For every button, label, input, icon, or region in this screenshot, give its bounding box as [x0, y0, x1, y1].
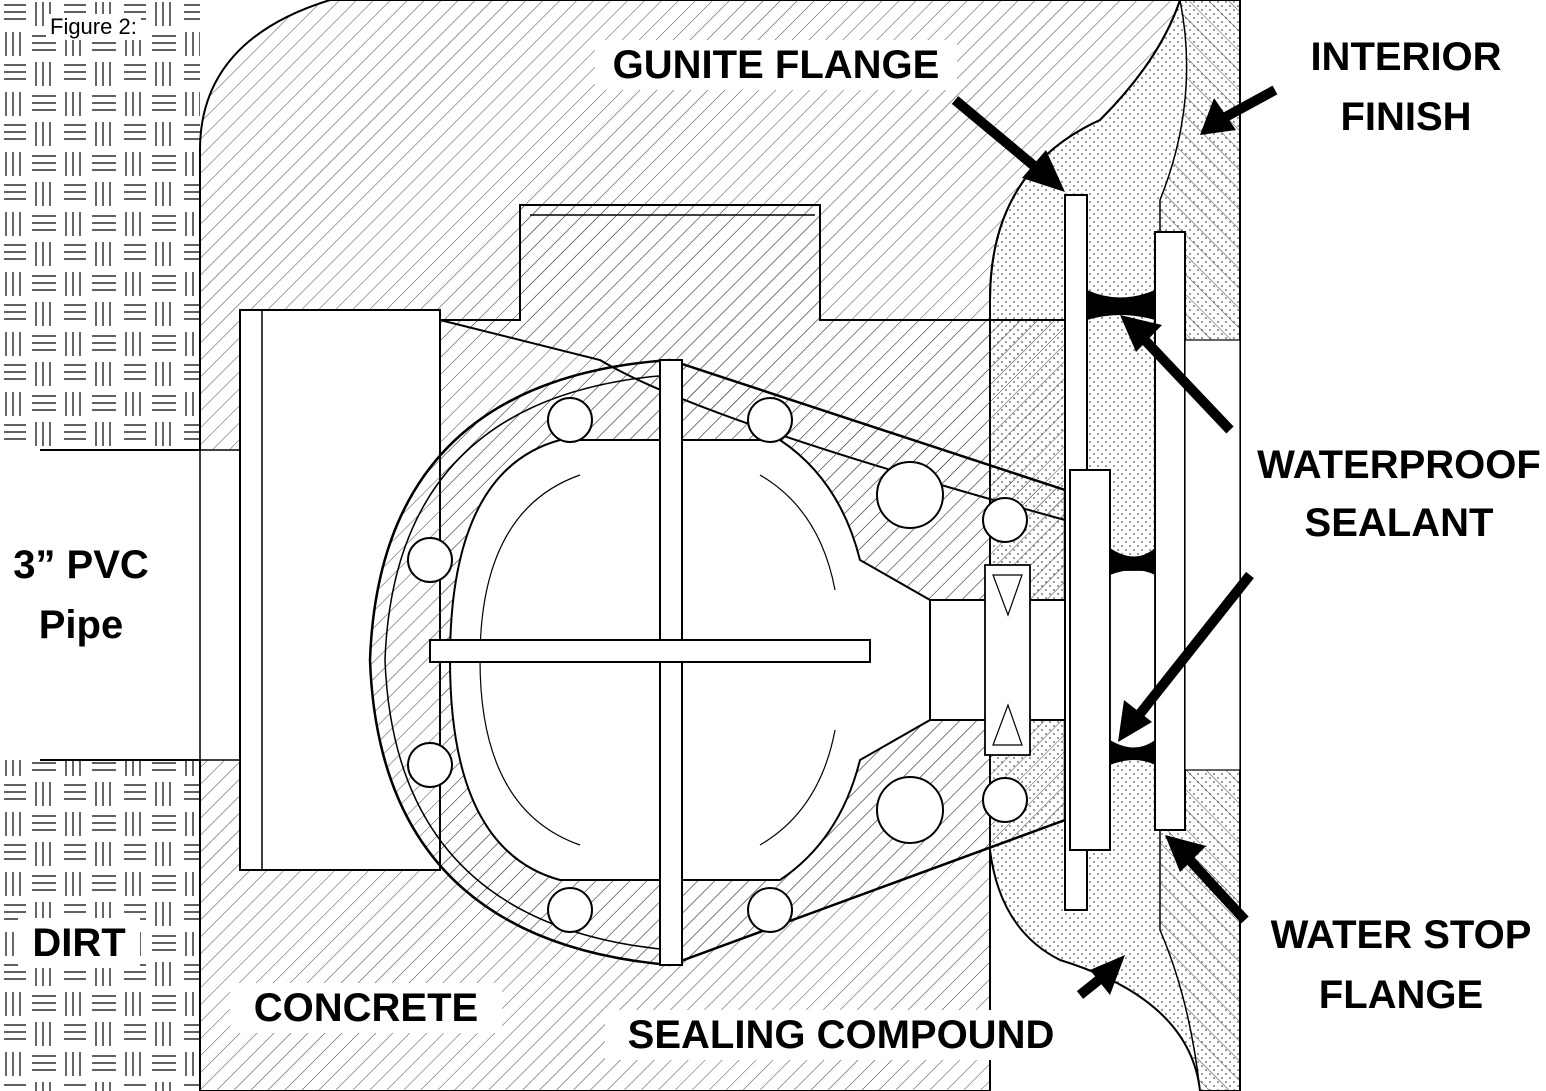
label-water-stop-line1: WATER STOP	[1270, 913, 1532, 957]
label-interior-finish: INTERIOR FINISH	[1290, 32, 1522, 142]
label-waterproof-line1: WATERPROOF	[1257, 443, 1541, 487]
label-pvc-pipe: 3” PVC Pipe	[0, 540, 162, 650]
figure-label: Figure 2:	[46, 14, 141, 40]
water-stop-flange	[1154, 231, 1186, 831]
label-interior-finish-line1: INTERIOR	[1310, 35, 1502, 79]
arrows	[951, 85, 1278, 999]
label-dirt-text: DIRT	[32, 921, 126, 965]
label-gunite-flange: GUNITE FLANGE	[595, 40, 957, 90]
label-sealing-compound: SEALING COMPOUND	[605, 1010, 1077, 1060]
horizontal-rib	[429, 639, 871, 663]
label-waterproof-sealant: WATERPROOF SEALANT	[1245, 440, 1546, 548]
label-dirt: DIRT	[18, 918, 140, 968]
label-water-stop-line2: FLANGE	[1318, 973, 1484, 1017]
label-pvc-line2: Pipe	[38, 603, 124, 647]
label-pvc-line1: 3” PVC	[13, 543, 149, 587]
label-water-stop-flange: WATER STOP FLANGE	[1260, 910, 1542, 1020]
sealant-bead-bottom	[1110, 740, 1155, 765]
label-concrete-text: CONCRETE	[253, 986, 479, 1030]
bolt-holes	[407, 397, 1028, 933]
label-sealing-compound-text: SEALING COMPOUND	[627, 1013, 1055, 1057]
label-gunite-flange-text: GUNITE FLANGE	[612, 43, 940, 87]
dirt-region-top	[0, 0, 200, 450]
label-interior-finish-line2: FINISH	[1340, 95, 1472, 139]
sealant-bead-top	[1087, 290, 1155, 320]
label-concrete: CONCRETE	[230, 983, 502, 1033]
label-waterproof-line2: SEALANT	[1304, 501, 1494, 545]
